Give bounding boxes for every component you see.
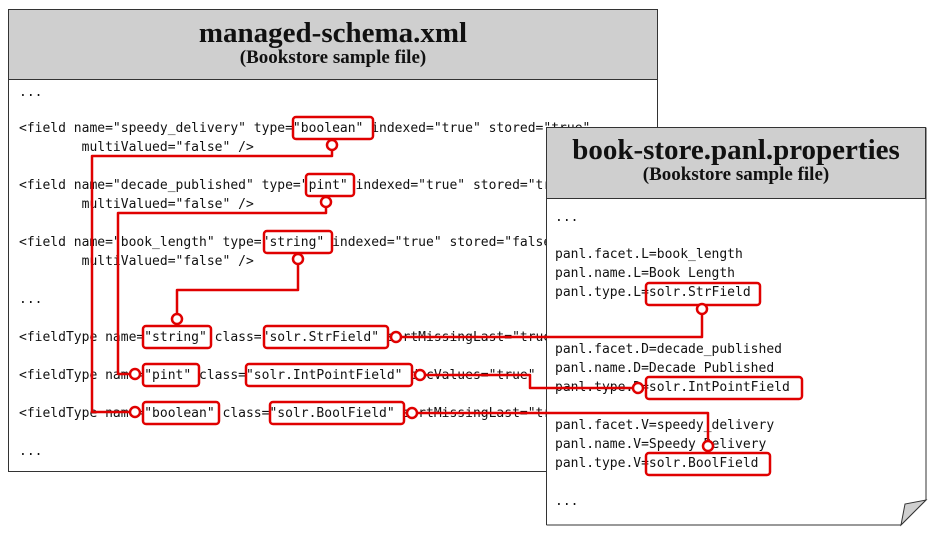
connector-endpoint	[389, 330, 403, 344]
connector-endpoint	[631, 381, 645, 395]
connector-strfield-to-property	[396, 309, 704, 339]
connector-string-type-to-name	[175, 259, 300, 319]
properties-file-subtitle: (Bookstore sample file)	[642, 164, 830, 185]
highlight-box-pint-name	[141, 362, 201, 388]
connector-endpoint	[128, 405, 142, 419]
properties-line: panl.type.L=solr.StrField	[555, 285, 751, 300]
properties-line: panl.facet.L=book_length	[555, 247, 743, 262]
schema-line: ...	[19, 444, 43, 459]
schema-line: ...	[19, 292, 43, 307]
schema-line: <field name="book_length" type="string" …	[19, 235, 560, 250]
schema-line: <field name="decade_published" type="pin…	[19, 178, 575, 193]
schema-line: ...	[19, 85, 43, 100]
highlight-box-intpointfield-class	[244, 362, 414, 388]
properties-line: panl.name.V=Speedy Delivery	[555, 437, 767, 452]
properties-file-header: book-store.panl.properties (Bookstore sa…	[547, 128, 926, 199]
properties-file-title: book-store.panl.properties	[572, 134, 900, 166]
properties-line: ...	[555, 494, 579, 509]
properties-line: panl.facet.D=decade_published	[555, 342, 782, 357]
properties-file-panel: book-store.panl.properties (Bookstore sa…	[546, 127, 926, 525]
connector-endpoint	[405, 406, 419, 420]
schema-line: <fieldType name="pint" class="solr.IntPo…	[19, 368, 536, 383]
highlight-box-strfield-class	[262, 324, 390, 350]
highlight-box-boolean-name	[141, 400, 221, 426]
connector-endpoint	[291, 252, 305, 266]
properties-line: panl.name.L=Book Length	[555, 266, 736, 281]
connector-intpointfield-to-property	[420, 373, 638, 390]
connector-endpoint	[413, 368, 427, 382]
properties-line: ...	[555, 210, 579, 225]
schema-line: <fieldType name="string" class="solr.Str…	[19, 330, 560, 345]
schema-line: multiValued="false" />	[19, 140, 254, 155]
schema-file-title: managed-schema.xml	[198, 17, 468, 49]
highlight-box-string-name	[141, 324, 213, 350]
connector-endpoint	[319, 195, 333, 209]
properties-line: panl.type.V=solr.BoolField	[555, 456, 759, 471]
highlight-box-intpointfield-value	[644, 375, 804, 401]
highlight-box-string-type	[262, 229, 334, 255]
highlight-box-pint-type	[304, 172, 356, 198]
connector-endpoint	[701, 439, 715, 453]
connector-endpoint	[695, 302, 709, 316]
connector-boolfield-to-property	[412, 411, 710, 446]
page-fold-corner	[546, 127, 928, 527]
connector-pint-type-to-name	[116, 202, 328, 376]
properties-line: panl.facet.V=speedy_delivery	[555, 418, 775, 433]
connector-endpoint	[128, 367, 142, 381]
schema-line: <field name="speedy_delivery" type="bool…	[19, 121, 591, 136]
connector-endpoint	[325, 138, 339, 152]
highlight-box-boolean-type	[291, 115, 375, 141]
highlight-box-boolfield-class	[268, 400, 406, 426]
connector-endpoint	[170, 312, 184, 326]
schema-file-subtitle: (Bookstore sample file)	[239, 47, 427, 68]
schema-line: multiValued="false" />	[19, 197, 254, 212]
connector-boolean-type-to-name	[90, 145, 334, 414]
highlight-box-strfield-value	[644, 281, 762, 307]
properties-line: panl.name.D=Decade Published	[555, 361, 775, 376]
schema-file-header: managed-schema.xml (Bookstore sample fil…	[9, 10, 657, 80]
properties-line: panl.type.D=solr.IntPointField	[555, 380, 790, 395]
highlight-box-boolfield-value	[644, 451, 772, 477]
